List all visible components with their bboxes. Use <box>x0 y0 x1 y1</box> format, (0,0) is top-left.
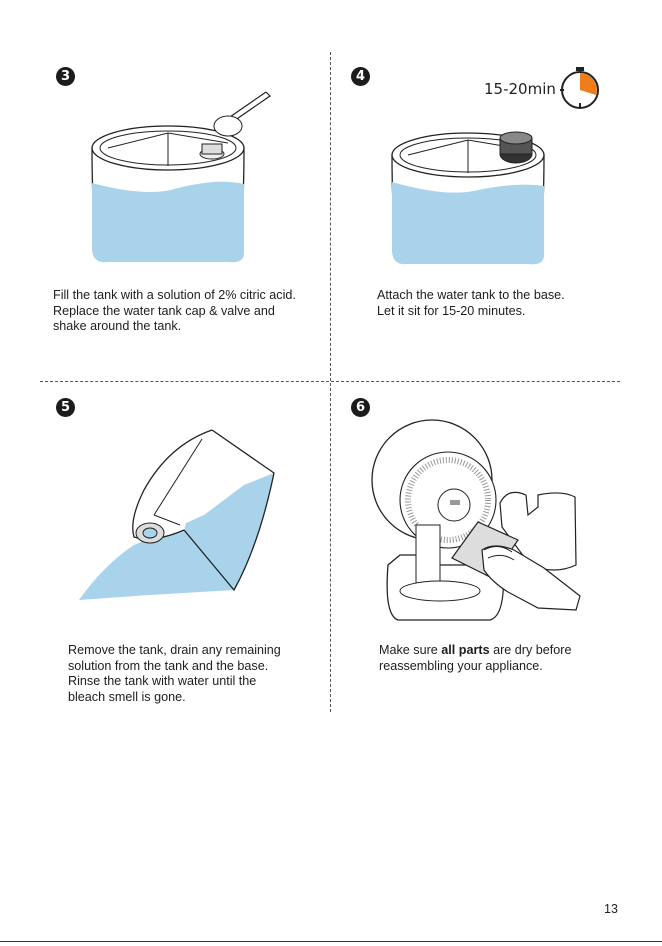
hand-illustration <box>451 521 581 611</box>
horizontal-divider <box>40 381 620 382</box>
tank-draining-illustration <box>79 429 275 600</box>
tank-attached-illustration <box>391 131 545 265</box>
step-3-caption: Fill the tank with a solution of 2% citr… <box>53 288 296 334</box>
vertical-divider <box>330 52 331 712</box>
step-5-caption: Remove the tank, drain any remaining sol… <box>68 643 281 704</box>
footer-rule <box>0 941 662 942</box>
step-3-badge: 3 <box>56 67 75 86</box>
step-6-caption: Make sure all parts are dry before reass… <box>379 643 572 673</box>
step-4-caption: Attach the water tank to the base. Let i… <box>377 288 565 318</box>
step-5-badge: 5 <box>56 398 75 417</box>
tank-with-cap-illustration <box>91 91 271 263</box>
fan-illustration <box>371 419 577 621</box>
step-6-badge: 6 <box>351 398 370 417</box>
step-4-badge: 4 <box>351 67 370 86</box>
all-parts-emphasis: all parts <box>441 643 490 657</box>
timer-duration: 15-20min <box>484 80 556 98</box>
page-number: 13 <box>604 902 618 916</box>
timer-icon <box>560 67 599 109</box>
